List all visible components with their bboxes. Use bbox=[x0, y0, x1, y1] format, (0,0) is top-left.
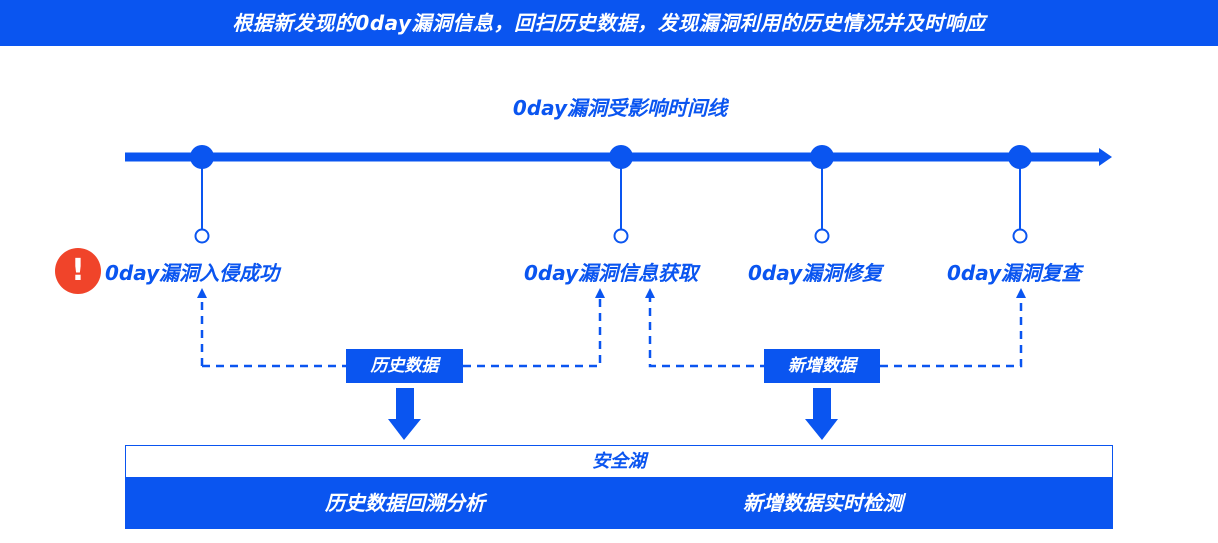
timeline-arrowhead bbox=[1099, 148, 1112, 166]
down-arrows bbox=[388, 388, 838, 440]
security-lake-functions: 历史数据回溯分析 新增数据实时检测 bbox=[125, 478, 1113, 529]
event-end-markers bbox=[194, 228, 1028, 244]
realtime-detection: 新增数据实时检测 bbox=[743, 491, 903, 515]
exclamation-alert-icon: ! bbox=[55, 248, 101, 294]
new-data-badge: 新增数据 bbox=[764, 349, 880, 383]
event-label-intrusion: 0day漏洞入侵成功 bbox=[105, 261, 280, 285]
history-connector bbox=[200, 294, 602, 368]
history-backtrack-analysis: 历史数据回溯分析 bbox=[325, 491, 485, 515]
header-banner: 根据新发现的0day漏洞信息，回扫历史数据，发现漏洞利用的历史情况并及时响应 bbox=[0, 0, 1218, 46]
security-lake: 安全湖 历史数据回溯分析 新增数据实时检测 bbox=[125, 445, 1113, 529]
security-lake-title: 安全湖 bbox=[125, 445, 1113, 478]
event-nodes bbox=[190, 145, 1032, 169]
new-data-connector bbox=[648, 294, 1023, 368]
event-label-info-obtained: 0day漏洞信息获取 bbox=[524, 261, 699, 285]
connector-arrowheads bbox=[197, 288, 1026, 298]
timeline-title: 0day漏洞受影响时间线 bbox=[512, 96, 728, 120]
event-label-recheck: 0day漏洞复查 bbox=[947, 261, 1082, 285]
event-stems bbox=[201, 157, 1021, 229]
event-label-fixed: 0day漏洞修复 bbox=[748, 261, 883, 285]
history-data-badge: 历史数据 bbox=[346, 349, 463, 383]
